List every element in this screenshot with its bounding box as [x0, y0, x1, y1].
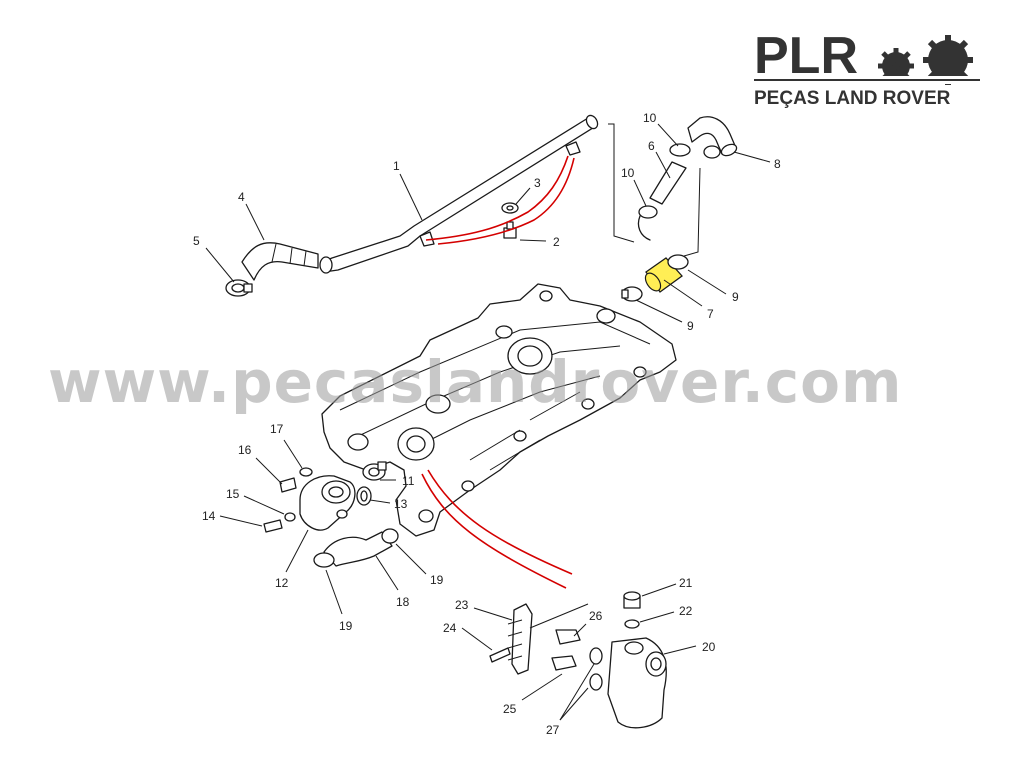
hose-clamp [225, 279, 253, 297]
brand-logo: PLR PEÇAS LAND ROVER [754, 27, 982, 109]
wiring-clip [507, 603, 533, 675]
callout-20: 20 [702, 640, 716, 654]
hose-pipe [649, 161, 687, 205]
intake-manifold [321, 283, 677, 537]
callout-24: 24 [443, 621, 457, 635]
screw [489, 647, 511, 663]
callout-15: 15 [226, 487, 240, 501]
callout-22: 22 [679, 604, 693, 618]
callout-13: 13 [394, 497, 408, 511]
callout-labels: 1 2 3 4 5 6 7 8 9 9 10 10 11 12 13 14 15… [193, 111, 781, 737]
callout-18: 18 [396, 595, 410, 609]
callout-9-upper: 9 [732, 290, 739, 304]
hose-clamp [669, 143, 721, 159]
callout-19-right: 19 [430, 573, 444, 587]
callout-11: 11 [402, 474, 415, 488]
temperature-sensor [551, 629, 581, 671]
gasket [356, 486, 372, 506]
website-watermark: www.pecaslandrover.com [48, 348, 902, 416]
callout-12: 12 [275, 576, 289, 590]
bypass-frame [608, 123, 701, 257]
hose-clamp [621, 254, 689, 302]
hose-clamp [637, 205, 658, 241]
leader-lines [205, 123, 771, 721]
callout-26: 26 [589, 609, 603, 623]
coolant-pipe [319, 114, 599, 274]
callout-10-lower: 10 [621, 166, 635, 180]
bolt [503, 221, 517, 239]
callout-14: 14 [202, 509, 216, 523]
callout-16: 16 [238, 443, 252, 457]
callout-6: 6 [648, 139, 655, 153]
thermostat [362, 461, 387, 481]
callout-27: 27 [546, 723, 560, 737]
callout-21: 21 [679, 576, 693, 590]
callout-3: 3 [534, 176, 541, 190]
plug-bolt [623, 591, 641, 609]
callout-5: 5 [193, 234, 200, 248]
callout-19-left: 19 [339, 619, 353, 633]
thermostat-housing [299, 475, 356, 531]
callout-10-upper: 10 [643, 111, 657, 125]
sealing-washer [589, 647, 603, 691]
outlet-hose [313, 528, 399, 568]
coolant-housing [607, 637, 667, 729]
callout-25: 25 [503, 702, 517, 716]
elbow-hose [687, 116, 738, 157]
washer [501, 202, 519, 214]
brand-tagline: PEÇAS LAND ROVER [754, 88, 951, 109]
bolt [263, 477, 297, 533]
callout-23: 23 [455, 598, 469, 612]
callout-9-lower: 9 [687, 319, 694, 333]
callout-2: 2 [553, 235, 560, 249]
callout-8: 8 [774, 157, 781, 171]
callout-4: 4 [238, 190, 245, 204]
harness-wires [421, 155, 575, 589]
washer [624, 619, 640, 629]
callout-7: 7 [707, 307, 714, 321]
washer [284, 467, 313, 522]
callout-1: 1 [393, 159, 400, 173]
gears-icon [872, 35, 982, 85]
hose [241, 242, 319, 281]
callout-17: 17 [270, 422, 284, 436]
brand-name: PLR [754, 27, 858, 85]
